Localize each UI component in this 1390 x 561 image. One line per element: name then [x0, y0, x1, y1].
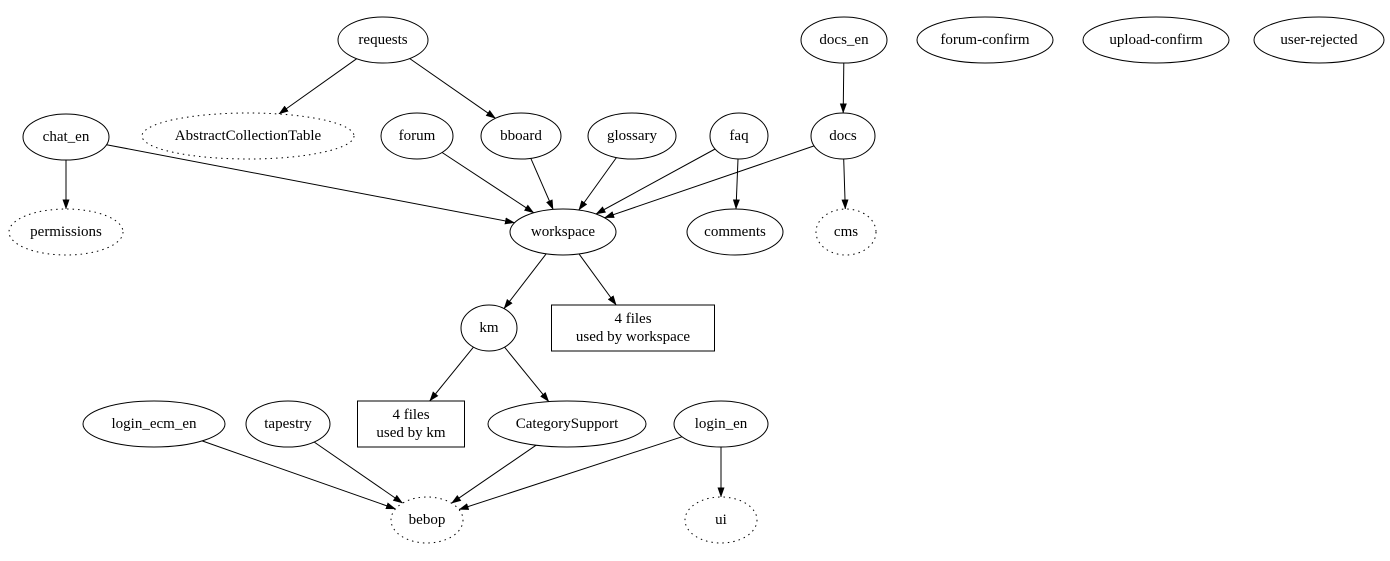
ellipse-shape [1253, 16, 1385, 64]
node-label: requests [358, 32, 407, 48]
ellipse-shape [509, 208, 617, 256]
ellipse-shape [810, 112, 876, 160]
ellipse-shape [1082, 16, 1230, 64]
node-label: used by km [376, 425, 445, 441]
edge-faq-to-workspace [595, 148, 716, 215]
ellipse-shape [815, 208, 877, 256]
ellipse-shape [709, 112, 769, 160]
node-login_en: login_en [673, 400, 769, 448]
edge-docs-to-cms [841, 158, 849, 210]
edge-workspace-to-km [503, 253, 547, 309]
node-label: glossary [607, 128, 657, 144]
edge-requests-to-AbstractCollectionTable [278, 58, 357, 115]
node-glossary: glossary [587, 112, 677, 160]
node-label: bboard [500, 128, 542, 144]
node-label: bebop [409, 512, 446, 528]
node-files-used-by-workspace: 4 files used by workspace [551, 304, 715, 352]
node-label: CategorySupport [516, 416, 619, 432]
ellipse-shape [245, 400, 331, 448]
node-label: km [479, 320, 499, 336]
node-chat_en: chat_en [22, 113, 110, 161]
node-bebop: bebop [390, 496, 464, 544]
edge-forum-to-workspace [441, 152, 535, 214]
node-label: AbstractCollectionTable [175, 128, 322, 144]
ellipse-shape [800, 16, 888, 64]
edge-login_ecm_en-to-bebop [201, 440, 396, 510]
ellipse-shape [587, 112, 677, 160]
node-docs_en: docs_en [800, 16, 888, 64]
node-label: forum-confirm [940, 32, 1029, 48]
edge-bboard-to-workspace [530, 158, 554, 210]
node-label: 4 files [614, 311, 651, 327]
node-faq: faq [709, 112, 769, 160]
edge-requests-to-bboard [409, 58, 496, 119]
node-user-rejected: user-rejected [1253, 16, 1385, 64]
ellipse-shape [22, 113, 110, 161]
node-requests: requests [337, 16, 429, 64]
ellipse-shape [8, 208, 124, 256]
ellipse-shape [82, 400, 226, 448]
ellipse-shape [337, 16, 429, 64]
node-label: ui [715, 512, 727, 528]
edge-docs_en-to-docs [839, 62, 847, 114]
node-label: permissions [30, 224, 102, 240]
ellipse-shape [480, 112, 562, 160]
edge-km-to-CategorySupport [504, 346, 550, 402]
edges-layer [62, 58, 849, 510]
ellipse-shape [487, 400, 647, 448]
ellipse-shape [380, 112, 454, 160]
ellipse-shape [684, 496, 758, 544]
node-label: forum [399, 128, 436, 144]
node-permissions: permissions [8, 208, 124, 256]
node-label: 4 files [392, 407, 429, 423]
node-km: km [460, 304, 518, 352]
ellipse-shape [673, 400, 769, 448]
edge-CategorySupport-to-bebop [451, 444, 537, 504]
ellipse-shape [390, 496, 464, 544]
node-label: docs_en [819, 32, 869, 48]
node-label: faq [729, 128, 749, 144]
node-upload-confirm: upload-confirm [1082, 16, 1230, 64]
node-label: docs [829, 128, 857, 144]
edge-faq-to-comments [732, 158, 740, 210]
edge-login_en-to-bebop [458, 436, 683, 510]
node-AbstractCollectionTable: AbstractCollectionTable [141, 112, 355, 160]
node-bboard: bboard [480, 112, 562, 160]
node-workspace: workspace [509, 208, 617, 256]
node-forum: forum [380, 112, 454, 160]
box-shape [551, 304, 715, 352]
node-comments: comments [686, 208, 784, 256]
node-docs: docs [810, 112, 876, 160]
ellipse-shape [141, 112, 355, 160]
node-label: cms [834, 224, 858, 240]
node-forum-confirm: forum-confirm [916, 16, 1054, 64]
ellipse-shape [460, 304, 518, 352]
node-files-used-by-km: 4 files used by km [357, 400, 465, 448]
box-shape [357, 400, 465, 448]
node-label: tapestry [264, 416, 312, 432]
node-login_ecm_en: login_ecm_en [82, 400, 226, 448]
edge-workspace-to-files-used-by-workspace [578, 253, 617, 306]
edge-glossary-to-workspace [578, 157, 617, 211]
node-CategorySupport: CategorySupport [487, 400, 647, 448]
node-label: login_ecm_en [112, 416, 197, 432]
nodes-layer: requests docs_en forum-confirm upload-confi… [8, 16, 1385, 544]
edge-tapestry-to-bebop [313, 441, 404, 504]
node-label: workspace [531, 224, 595, 240]
node-label: login_en [695, 416, 748, 432]
edge-km-to-files-used-by-km [429, 346, 474, 402]
node-label: chat_en [43, 129, 90, 145]
ellipse-shape [916, 16, 1054, 64]
node-ui: ui [684, 496, 758, 544]
edge-chat_en-to-workspace [106, 144, 515, 225]
edge-docs-to-workspace [604, 145, 815, 219]
node-label: upload-confirm [1109, 32, 1203, 48]
node-tapestry: tapestry [245, 400, 331, 448]
node-cms: cms [815, 208, 877, 256]
ellipse-shape [686, 208, 784, 256]
node-label: user-rejected [1280, 32, 1358, 48]
node-label: comments [704, 224, 766, 240]
node-label: used by workspace [576, 329, 690, 345]
